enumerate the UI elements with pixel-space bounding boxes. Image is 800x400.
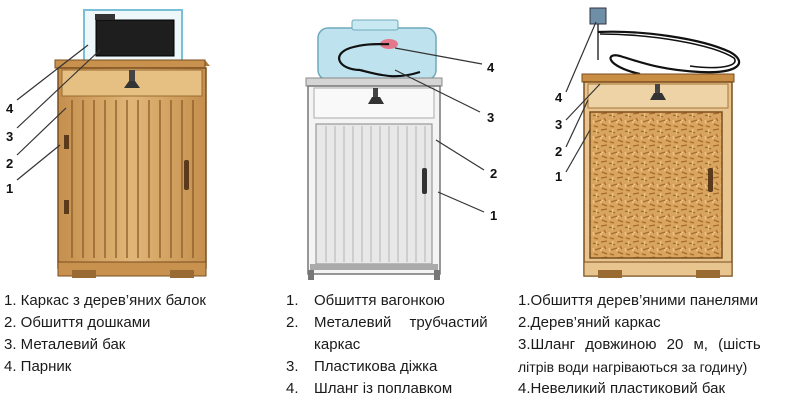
legend-item: 2.Дерев’яний каркас (518, 314, 661, 331)
callout-1: 1 (490, 208, 498, 223)
metal-tank (95, 19, 175, 57)
legend-item: Шланг із поплавком (314, 380, 453, 397)
callout-4: 4 (555, 90, 563, 105)
long-hose (597, 30, 741, 76)
callout-4: 4 (6, 101, 14, 116)
legend-item: Металевий трубчастий (314, 314, 488, 331)
small-tank (589, 7, 607, 25)
legend-item-continuation: літрів води нагріваються за годину) (518, 359, 748, 375)
legend-item: 2. Обшиття дошками (4, 314, 151, 331)
legend-item: 4. Парник (4, 358, 72, 375)
legend-item: 1.Обшиття дерев’яними панелями (518, 292, 759, 309)
cabin-metal-frame (305, 19, 443, 280)
legend-item: 3. Металевий бак (4, 336, 126, 353)
legend-number: 4. (286, 380, 299, 397)
callout-4: 4 (487, 60, 495, 75)
shower-head (129, 70, 135, 82)
legend-item-continuation: каркас (314, 336, 361, 353)
callout-2: 2 (555, 144, 563, 159)
callout-2: 2 (490, 166, 498, 181)
shower-illustrations (16, 7, 741, 280)
legend-osb-cabin: 1.Обшиття дерев’яними панелями 2.Дерев’я… (518, 290, 800, 400)
legend-wooden-cabin: 1. Каркас з дерев’яних балок 2. Обшиття … (4, 290, 264, 378)
callout-3: 3 (487, 110, 495, 125)
cabin-osb-panels (581, 7, 741, 278)
legend-number: 1. (286, 292, 299, 309)
legend-item: Обшиття вагонкою (314, 292, 445, 309)
callout-3: 3 (6, 129, 14, 144)
legend-number: 2. (286, 314, 299, 331)
legend-item: Пластикова діжка (314, 358, 438, 375)
osb-panel (589, 111, 723, 259)
callout-1: 1 (555, 169, 563, 184)
legend-item: 3.Шланг довжиною 20 м, (шість (518, 336, 761, 353)
cabin-body (57, 67, 207, 269)
legend-item: 4.Невеликий пластиковий бак (518, 380, 726, 397)
cabin-wooden-planks (54, 9, 210, 278)
callout-2: 2 (6, 156, 14, 171)
callout-1: 1 (6, 181, 14, 196)
callout-3: 3 (555, 117, 563, 132)
door-handle (184, 160, 189, 190)
legend-metal-cabin: 1. Обшиття вагонкою 2. Металевий трубчасти… (286, 290, 496, 400)
hose (338, 42, 421, 78)
legend-item: 1. Каркас з дерев’яних балок (4, 292, 206, 309)
legend-number: 3. (286, 358, 299, 375)
